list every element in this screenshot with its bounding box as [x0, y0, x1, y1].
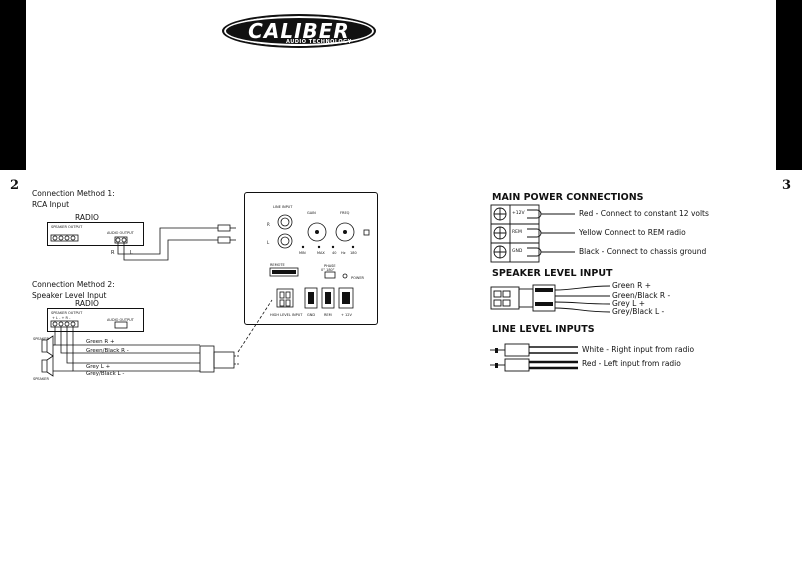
radio2-audio-output: AUDIO OUTPUT	[107, 318, 134, 322]
method2-subtitle: Speaker Level Input	[32, 291, 107, 300]
tag-12v: +12V	[512, 211, 525, 216]
method1-device: RADIO	[75, 213, 99, 222]
logo-tagline: AUDIO TECHNOLOGY	[286, 39, 352, 45]
panel-f2: Hz	[341, 251, 346, 255]
rca-white-plug	[504, 343, 530, 357]
speaker-top	[41, 335, 54, 357]
radio1-audio-output: AUDIO OUTPUT	[107, 231, 134, 235]
caliber-logo: CALIBER AUDIO TECHNOLOGY	[222, 14, 376, 48]
speaker-wire-grey-black-l: Grey/Black L -	[612, 307, 665, 316]
high-level-input-connector	[276, 288, 294, 308]
speaker-wire-green-r: Green R +	[612, 281, 651, 290]
line-input-l-jack	[277, 233, 293, 249]
wire-label-green-r: Green R +	[86, 339, 115, 345]
panel-phase: PHASE	[324, 264, 336, 268]
rca-plug-l	[217, 236, 231, 244]
panel-freq: FREQ	[340, 211, 350, 215]
right-page-tab	[776, 0, 802, 170]
tag-rem: REM	[512, 230, 522, 235]
panel-phase-values: 0° 180°	[321, 268, 335, 272]
radio2-rca-jacks	[114, 321, 128, 329]
radio1-speaker-output: SPEAKER OUTPUT	[51, 225, 83, 229]
wire-label-green-black-r: Green/Black R -	[86, 348, 129, 354]
line-input-r-jack	[277, 214, 293, 230]
radio1-r-label: R	[111, 250, 115, 256]
panel-plus12v: + 12V	[341, 313, 352, 317]
radio1-rca-jacks	[114, 236, 128, 244]
panel-l: L	[267, 240, 270, 245]
high-level-plug	[199, 345, 215, 373]
terminal-gnd	[304, 287, 318, 309]
panel-f3: 180	[350, 251, 357, 255]
tag-gnd: GND	[512, 249, 523, 254]
speaker-bottom-label: SPEAKER	[33, 377, 49, 381]
dashed-link	[237, 299, 273, 353]
wire-label-grey-l: Grey L +	[86, 364, 111, 370]
panel-remote: REMOTE	[270, 263, 285, 267]
radio2-speaker-output: SPEAKER OUTPUT	[51, 311, 83, 315]
main-power-row-red: Red - Connect to constant 12 volts	[579, 209, 709, 218]
page-number-right: 3	[782, 178, 792, 193]
main-power-row-black: Black - Connect to chassis ground	[579, 247, 707, 256]
rca-cable-l	[123, 239, 218, 261]
panel-max: MAX	[317, 251, 325, 255]
line-wire-white: White - Right input from radio	[582, 345, 695, 354]
panel-high-level-input: HIGH LEVEL INPUT	[270, 313, 303, 317]
panel-gain: GAIN	[307, 211, 316, 215]
left-page-tab	[0, 0, 26, 170]
power-terminal-block	[490, 204, 540, 263]
panel-gnd: GND	[307, 313, 316, 317]
panel-f1: 40	[332, 251, 337, 255]
rca-cable-r	[117, 227, 218, 255]
method1-subtitle: RCA Input	[32, 200, 70, 209]
line-level-heading: LINE LEVEL INPUTS	[492, 324, 595, 335]
amp-panel	[244, 192, 378, 325]
speaker-level-heading: SPEAKER LEVEL INPUT	[492, 268, 613, 279]
panel-line-input: LINE INPUT	[273, 205, 293, 209]
gain-knob	[307, 222, 327, 242]
phase-switch	[324, 271, 336, 279]
main-power-row-yellow: Yellow Connect to REM radio	[579, 228, 686, 237]
terminal-12v	[338, 287, 354, 309]
power-led	[342, 273, 348, 279]
terminal-rem	[321, 287, 335, 309]
main-power-heading: MAIN POWER CONNECTIONS	[492, 192, 644, 203]
panel-r: R	[267, 222, 270, 227]
rca-plug-r	[217, 224, 231, 232]
speaker-bottom	[41, 355, 54, 377]
method2-title: Connection Method 2:	[32, 280, 115, 289]
panel-min: MIN	[299, 251, 306, 255]
remote-connector	[269, 267, 299, 277]
wire-label-grey-black-l: Grey/Black L -	[86, 371, 125, 377]
radio1-l-label: L	[130, 250, 133, 256]
line-wire-red: Red - Left input from radio	[582, 359, 681, 368]
panel-rem: REM	[324, 313, 332, 317]
speaker-wire-grey-l: Grey L +	[612, 299, 646, 308]
radio1-speaker-jacks	[50, 234, 79, 242]
logo-brand: CALIBER	[248, 19, 350, 43]
radio2-box	[47, 308, 144, 332]
speaker-wire-green-black-r: Green/Black R -	[612, 291, 671, 300]
panel-power: POWER	[351, 276, 364, 280]
radio2-terminals: + L - + R -	[52, 316, 71, 320]
method2-device: RADIO	[75, 299, 99, 308]
rca-red-plug	[504, 358, 530, 372]
page-number-left: 2	[10, 178, 20, 193]
speaker-top-label: SPEAKER	[33, 337, 49, 341]
method1-title: Connection Method 1:	[32, 189, 115, 198]
freq-knob	[335, 222, 355, 242]
radio1-box	[47, 222, 144, 246]
radio2-speaker-jacks	[50, 320, 79, 328]
